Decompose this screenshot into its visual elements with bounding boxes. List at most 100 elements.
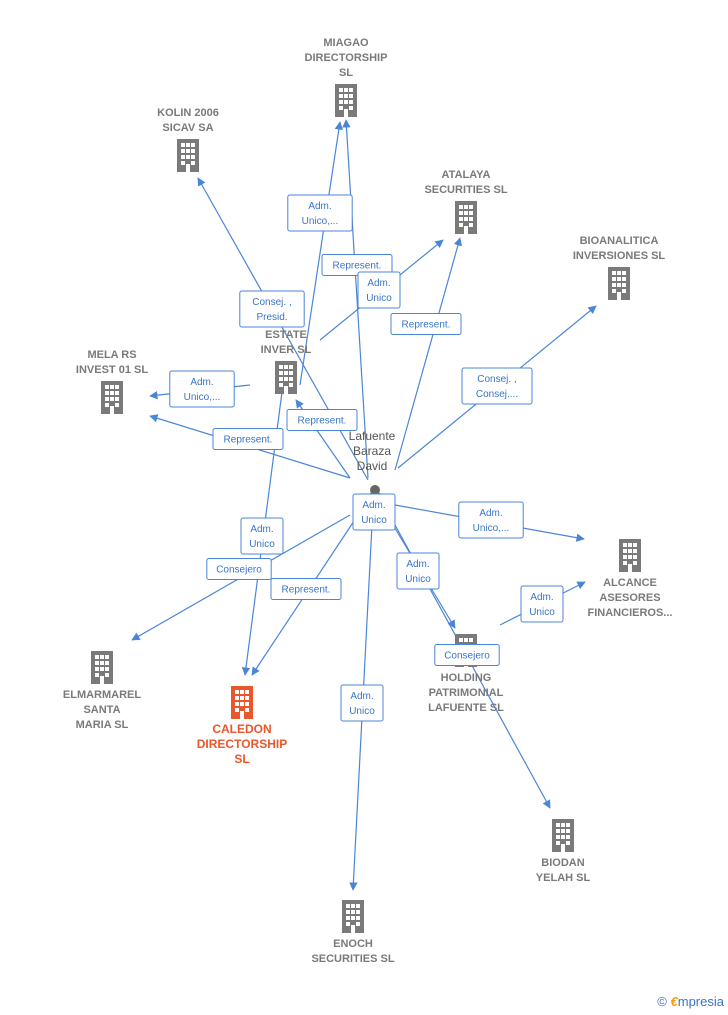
edge-label-box [169, 370, 235, 408]
edge-label-text: Unico [405, 574, 431, 585]
edge-label-l-kolin[interactable]: Consej. ,Presid. [239, 290, 305, 328]
edge-label-text: Presid. [256, 312, 287, 323]
edge-label-box [270, 578, 342, 600]
edge-label-text: Unico [366, 293, 392, 304]
company-label: SL [339, 67, 353, 79]
edge-label-box [434, 644, 500, 666]
edge-label-text: Adm. [362, 500, 385, 511]
edge-label-box [286, 409, 358, 431]
relationship-edge [299, 121, 344, 386]
edge-label-box [520, 585, 564, 623]
company-label: KOLIN 2006 [157, 107, 219, 119]
building-icon [552, 819, 574, 852]
edge-label-l-cal-1[interactable]: Adm.Unico [240, 517, 284, 555]
company-node-holding[interactable]: HOLDING PATRIMONIAL LAFUENTE SL [428, 634, 504, 714]
company-label: SL [234, 752, 249, 766]
person-label: Lafuente [349, 429, 396, 443]
edge-label-text: Unico [361, 515, 387, 526]
edge-label-l-atalaya-3[interactable]: Represent. [390, 313, 462, 335]
copyright-icon: © [657, 994, 667, 1009]
edge-label-box [352, 493, 396, 531]
edge-label-text: Represent. [298, 416, 347, 427]
edge-label-text: Adm. [406, 559, 429, 570]
edge-label-l-elm[interactable]: Consejero [206, 558, 272, 580]
edge-label-l-alc-1[interactable]: Adm.Unico,... [458, 501, 524, 539]
relationship-edge [394, 237, 463, 471]
edge-label-text: Adm. [250, 524, 273, 535]
edge-label-text: Consejero [216, 565, 262, 576]
company-label: BIODAN [541, 857, 584, 869]
company-node-bioanalitica[interactable]: BIOANALITICA INVERSIONES SL [573, 235, 666, 300]
edge-label-text: Unico [349, 706, 375, 717]
edge-label-text: Unico [529, 607, 555, 618]
company-label: DIRECTORSHIP [305, 52, 388, 64]
company-label: FINANCIEROS... [588, 607, 673, 619]
company-label: ESTATE [265, 329, 307, 341]
company-label: INVERSIONES SL [573, 250, 666, 262]
company-label: SANTA [83, 704, 120, 716]
edge-label-l-atalaya-2[interactable]: Adm.Unico [357, 271, 401, 309]
edge-label-box [340, 684, 384, 722]
edge-label-l-hold-2[interactable]: Consejero [434, 644, 500, 666]
edge-label-box [212, 428, 284, 450]
edge-label-box [206, 558, 272, 580]
edge-label-text: Adm. [350, 691, 373, 702]
edge-label-l-alc-2[interactable]: Adm. Unico [520, 585, 564, 623]
edge-label-l-hold-1[interactable]: Adm. Unico [396, 552, 440, 590]
company-label: YELAH SL [536, 872, 591, 884]
company-label: DIRECTORSHIP [197, 737, 287, 751]
company-label: BIOANALITICA [580, 235, 659, 247]
edge-label-text: Consej. , [477, 374, 516, 385]
edge-label-l-enoch[interactable]: Adm. Unico [340, 684, 384, 722]
edge-label-text: Unico,... [302, 216, 339, 227]
company-label: LAFUENTE SL [428, 702, 504, 714]
edge-label-text: Represent. [333, 261, 382, 272]
footer-brand: © €mpresia [657, 994, 724, 1009]
edge-label-box [287, 194, 353, 232]
company-label: MELA RS [87, 349, 136, 361]
edge-label-box [357, 271, 401, 309]
relationship-edge [342, 119, 369, 479]
edge-label-l-miagao-1[interactable]: Adm.Unico,... [287, 194, 353, 232]
company-node-alcance[interactable]: ALCANCEASESORESFINANCIEROS... [588, 539, 673, 619]
company-node-atalaya[interactable]: ATALAYA SECURITIES SL [424, 169, 508, 234]
company-node-biodan[interactable]: BIODAN YELAH SL [536, 819, 591, 884]
company-label: HOLDING [441, 672, 492, 684]
brand-initial: € [670, 994, 678, 1009]
person-label: Baraza [353, 444, 391, 458]
edge-label-text: Consej.... [476, 389, 518, 400]
edge-label-box [239, 290, 305, 328]
building-icon [335, 84, 357, 117]
company-label: ATALAYA [442, 169, 491, 181]
company-label: CALEDON [212, 722, 271, 736]
company-label: INVER SL [261, 344, 312, 356]
edge-label-l-atalaya-1[interactable]: Represent. [321, 254, 393, 276]
company-label: PATRIMONIAL [429, 687, 504, 699]
edge-label-l-bio[interactable]: Consej. , Consej.... [461, 367, 533, 405]
building-icon [619, 539, 641, 572]
company-node-mela[interactable]: MELA RS INVEST 01 SL [76, 349, 148, 414]
edge-label-l-mela-1[interactable]: Adm.Unico,... [169, 370, 235, 408]
edge-label-text: Represent. [224, 435, 273, 446]
edge-label-text: Adm. [530, 592, 553, 603]
edge-label-l-real[interactable]: Represent. [286, 409, 358, 431]
edge-label-text: Adm. [190, 377, 213, 388]
edge-label-text: Represent. [282, 585, 331, 596]
edge-label-l-cal-2[interactable]: Represent. [270, 578, 342, 600]
company-label: INVEST 01 SL [76, 364, 148, 376]
building-icon [275, 361, 297, 394]
company-label: SECURITIES SL [424, 184, 507, 196]
edge-label-box [458, 501, 524, 539]
edge-label-l-mela-2[interactable]: Represent. [212, 428, 284, 450]
edge-label-box [461, 367, 533, 405]
edge-label-text: Consejero [444, 651, 490, 662]
edge-label-l-center[interactable]: Adm. Unico [352, 493, 396, 531]
